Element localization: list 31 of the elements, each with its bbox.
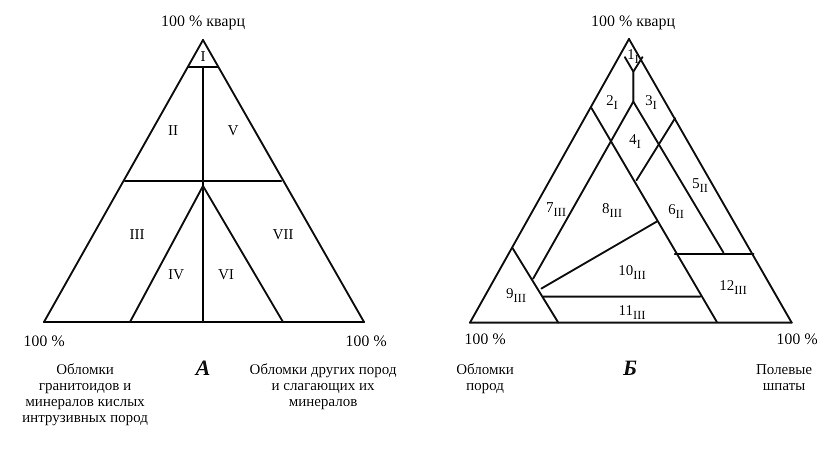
region-label: 9$_{III}$: [506, 285, 526, 307]
region-label: 4$_{I}$: [629, 131, 641, 153]
region-label: VI: [218, 266, 234, 284]
region-label: III: [130, 226, 144, 244]
axis-caption: Обломки гранитоидов и минералов кислых интрузивных пород: [21, 362, 149, 426]
region-label: 6$_{II}$: [668, 201, 684, 223]
vertex-label: 100 %: [776, 331, 818, 349]
region-label: 3$_{I}$: [645, 92, 657, 114]
vertex-label: 100 %: [464, 331, 506, 349]
vertex-label: 100 %: [345, 333, 387, 351]
region-label: 7$_{III}$: [546, 199, 566, 221]
region-label: V: [228, 122, 238, 140]
vertex-label: 100 % кварц: [160, 13, 246, 31]
axis-caption: Обломки других пород и слагающих их минералов: [248, 362, 398, 410]
region-label: II: [168, 122, 178, 140]
panel-letter: А: [196, 359, 210, 377]
region-label: 10$_{III}$: [618, 262, 646, 284]
vertex-label: 100 %: [23, 333, 65, 351]
region-label: IV: [168, 266, 184, 284]
panel-letter: Б: [623, 359, 637, 377]
region-label: 2$_{I}$: [606, 92, 618, 114]
region-label: 5$_{II}$: [692, 175, 708, 197]
region-label: 8$_{III}$: [602, 200, 622, 222]
vertex-label: 100 % кварц: [590, 13, 676, 31]
region-label: VII: [272, 226, 294, 244]
region-label: I: [200, 48, 206, 66]
axis-caption: Обломки пород: [455, 362, 515, 394]
axis-caption: Полевые шпаты: [754, 362, 814, 394]
region-label: 12$_{III}$: [719, 277, 747, 299]
region-label: 11$_{III}$: [618, 302, 646, 324]
region-label: 1$_{I}$: [627, 46, 639, 68]
